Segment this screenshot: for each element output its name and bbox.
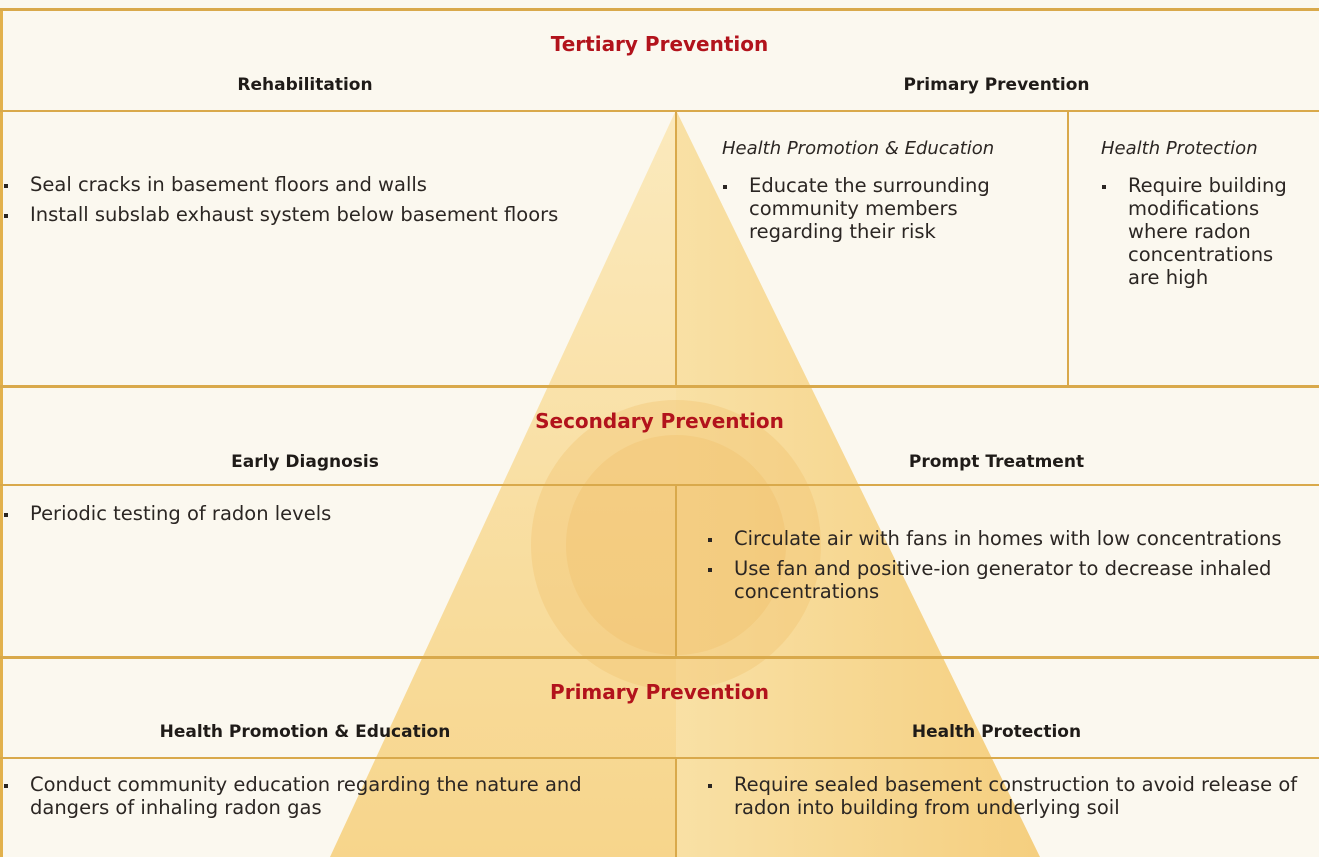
tertiary-health-protection-list: Require building modifications where rad… bbox=[1098, 174, 1308, 296]
secondary-top-rule bbox=[0, 385, 1319, 388]
list-item: Require sealed basement construction to … bbox=[704, 773, 1314, 819]
primary-health-protection-label: Health Protection bbox=[911, 722, 1082, 742]
primary-health-promotion-list: Conduct community education regarding th… bbox=[0, 773, 600, 826]
primary-subhead-rule bbox=[0, 757, 1319, 759]
tertiary-primary-prevention-label: Primary Prevention bbox=[903, 75, 1090, 95]
list-item: Seal cracks in basement floors and walls bbox=[0, 173, 610, 196]
prompt-treatment-list: Circulate air with fans in homes with lo… bbox=[704, 527, 1294, 610]
primary-divider bbox=[675, 759, 677, 857]
tertiary-subhead-rule bbox=[0, 110, 1319, 112]
primary-prevention-title: Primary Prevention bbox=[550, 680, 769, 704]
primary-top-rule bbox=[0, 656, 1319, 659]
left-border bbox=[0, 8, 3, 857]
prompt-treatment-label: Prompt Treatment bbox=[908, 452, 1085, 472]
rehabilitation-label: Rehabilitation bbox=[237, 75, 373, 95]
early-diagnosis-label: Early Diagnosis bbox=[231, 452, 379, 472]
list-item: Conduct community education regarding th… bbox=[0, 773, 600, 819]
early-diagnosis-list: Periodic testing of radon levels bbox=[0, 502, 640, 532]
primary-health-promotion-label: Health Promotion & Education bbox=[159, 722, 451, 742]
list-item: Circulate air with fans in homes with lo… bbox=[704, 527, 1294, 550]
secondary-divider bbox=[675, 486, 677, 656]
secondary-prevention-title: Secondary Prevention bbox=[535, 409, 784, 433]
tertiary-health-promotion-label: Health Promotion & Education bbox=[722, 138, 995, 159]
list-item: Install subslab exhaust system below bas… bbox=[0, 203, 610, 226]
primary-health-protection-list: Require sealed basement construction to … bbox=[704, 773, 1314, 826]
tertiary-divider bbox=[675, 112, 677, 385]
list-item: Require building modifications where rad… bbox=[1098, 174, 1308, 289]
secondary-subhead-rule bbox=[0, 484, 1319, 486]
list-item: Use fan and positive-ion generator to de… bbox=[704, 557, 1294, 603]
tertiary-health-protection-label: Health Protection bbox=[1101, 138, 1258, 159]
tertiary-prevention-title: Tertiary Prevention bbox=[550, 32, 769, 56]
list-item: Periodic testing of radon levels bbox=[0, 502, 640, 525]
tertiary-health-promotion-list: Educate the surrounding community member… bbox=[719, 174, 1049, 250]
list-item: Educate the surrounding community member… bbox=[719, 174, 1049, 243]
tertiary-subdivider bbox=[1067, 112, 1069, 385]
top-rule bbox=[0, 8, 1319, 11]
rehabilitation-list: Seal cracks in basement floors and walls… bbox=[0, 173, 610, 233]
